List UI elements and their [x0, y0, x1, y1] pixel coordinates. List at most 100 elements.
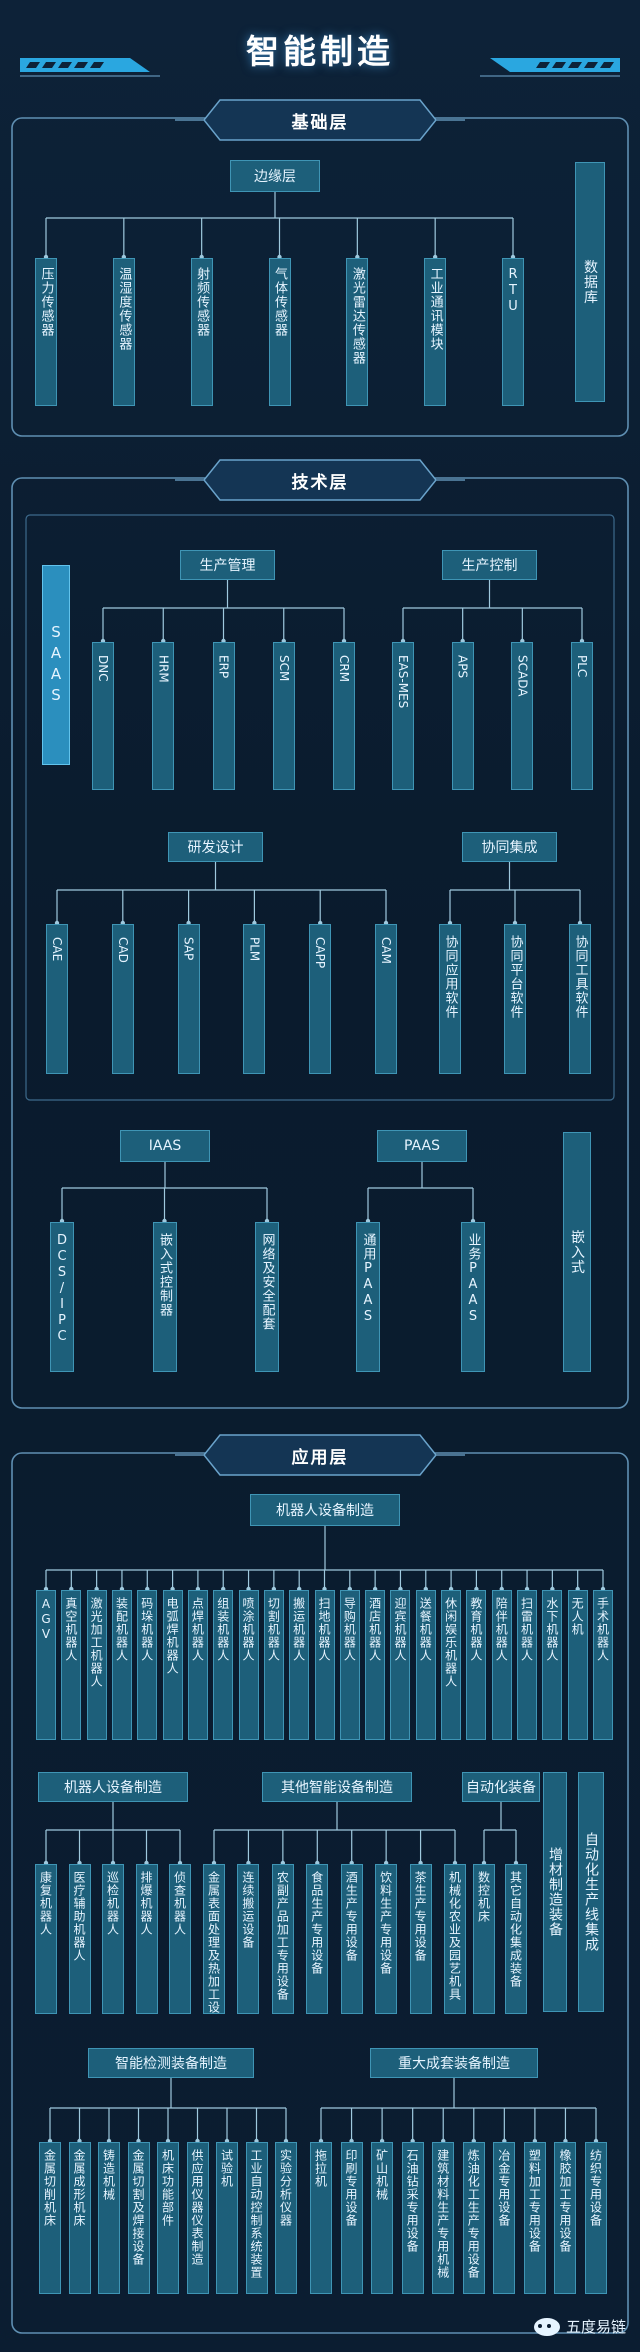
other-smart-equipment-child-5-label: 饮料生产专用设备: [378, 1871, 393, 1975]
robot-mfg-child-19: 扫雷机器人: [517, 1590, 538, 1740]
major-complete-equipment-child-6: 冶金专用设备: [493, 2142, 516, 2294]
production-mgmt-child-3-label: SCM: [276, 655, 291, 682]
inspection-equipment-child-3: 金属切割及焊接设备: [127, 2142, 150, 2294]
major-complete-equipment-child-1-label: 印刷专用设备: [344, 2149, 359, 2227]
robot-mfg-child-8: 喷涂机器人: [238, 1590, 259, 1740]
robot-mfg-2-child-4: 侦查机器人: [169, 1864, 191, 2014]
footer-brand: 五度易链: [533, 2316, 626, 2337]
robot-mfg-child-21: 无人机: [567, 1590, 588, 1740]
robot-mfg-child-16: 休闲娱乐机器人: [441, 1590, 462, 1740]
robot-mfg-child-13: 酒店机器人: [365, 1590, 386, 1740]
robot-mfg-child-7: 组装机器人: [213, 1590, 234, 1740]
rnd-design-child-2-label: SAP: [181, 937, 196, 961]
edge-layer-child-1-label: 温湿度传感器: [116, 267, 132, 351]
edge-layer-parent: 边缘层: [230, 160, 320, 192]
rnd-design-child-1: CAD: [111, 924, 134, 1074]
rnd-design-child-3: PLM: [243, 924, 266, 1074]
paas-parent: PAAS: [377, 1130, 467, 1162]
automation-equipment-child-1-label: 其它自动化集成装备: [508, 1871, 523, 1988]
inspection-equipment-child-6: 试验机: [216, 2142, 238, 2294]
production-ctrl-child-1: APS: [451, 642, 474, 790]
robot-mfg-child-13-label: 酒店机器人: [367, 1597, 382, 1662]
edge-layer-child-0: 压力传感器: [35, 258, 57, 406]
major-complete-equipment-child-2: 矿山机械: [371, 2142, 394, 2294]
inspection-equipment-child-8: 实验分析仪器: [275, 2142, 297, 2294]
rnd-design-child-4: CAPP: [309, 924, 332, 1074]
edge-layer-child-6: RTU: [502, 258, 524, 406]
production-mgmt-child-1-label: HRM: [156, 655, 171, 683]
robot-mfg-2-child-0: 康复机器人: [35, 1864, 57, 2014]
robot-mfg-child-2: 激光加工机器人: [86, 1590, 107, 1740]
robot-mfg-child-22: 手术机器人: [593, 1590, 613, 1740]
edge-layer-child-1: 温湿度传感器: [112, 258, 135, 406]
collab-integration-child-2: 协同工具软件: [569, 924, 591, 1074]
other-smart-equipment-child-4: 酒生产专用设备: [340, 1864, 363, 2014]
saas-box: SAAS: [42, 565, 70, 765]
embedded-box-label: 嵌入式: [569, 1229, 585, 1275]
robot-mfg-child-17: 教育机器人: [466, 1590, 487, 1740]
robot-mfg-2-child-2-label: 巡检机器人: [105, 1871, 120, 1936]
layer-header-technology: 技术层: [291, 472, 349, 493]
paas-child-0-label: 通用PAAS: [360, 1233, 376, 1325]
major-complete-equipment-child-8-label: 橡胶加工专用设备: [557, 2149, 572, 2253]
layer-header-application: 应用层: [291, 1447, 349, 1468]
major-complete-equipment-child-3: 石油钻采专用设备: [401, 2142, 424, 2294]
robot-mfg-child-10-label: 搬运机器人: [291, 1597, 306, 1662]
iaas-child-2: 网络及安全配套: [255, 1222, 279, 1372]
other-smart-equipment-child-1-label: 连续搬运设备: [240, 1871, 255, 1949]
inspection-equipment-child-2-label: 铸造机械: [101, 2149, 116, 2201]
automation-equipment-child-1: 其它自动化集成装备: [505, 1864, 527, 2014]
robot-mfg-child-11: 扫地机器人: [314, 1590, 335, 1740]
other-smart-equipment-child-3: 食品生产专用设备: [306, 1864, 329, 2014]
other-smart-equipment-child-2: 农副产品加工专用设备: [271, 1864, 294, 2014]
page-title: 智能制造: [246, 32, 394, 71]
robot-mfg-2-child-3: 排爆机器人: [135, 1864, 158, 2014]
edge-layer-child-6-label: RTU: [505, 267, 521, 315]
rnd-design-child-1-label: CAD: [115, 937, 130, 963]
inspection-equipment-child-3-label: 金属切割及焊接设备: [131, 2149, 145, 2266]
robot-mfg-child-18: 陪伴机器人: [491, 1590, 512, 1740]
production-ctrl-parent: 生产控制: [442, 550, 537, 580]
collab-integration-child-1: 协同平台软件: [504, 924, 526, 1074]
production-ctrl-child-0-label: EAS-MES: [396, 655, 410, 709]
collab-integration-child-2-label: 协同工具软件: [572, 935, 588, 1019]
major-complete-equipment-child-8: 橡胶加工专用设备: [554, 2142, 577, 2294]
production-mgmt-child-0: DNC: [92, 642, 114, 790]
collab-integration-child-0: 协同应用软件: [439, 924, 461, 1074]
major-complete-equipment-child-7-label: 塑料加工专用设备: [527, 2149, 542, 2253]
robot-mfg-child-6: 点焊机器人: [187, 1590, 208, 1740]
production-ctrl-child-0: EAS-MES: [392, 642, 414, 790]
autoline-integration-box-label: 自动化生产线集成: [583, 1832, 599, 1952]
brand-name: 五度易链: [565, 2318, 626, 2336]
edge-layer-child-3-label: 气体传感器: [272, 267, 287, 337]
production-ctrl-child-2-label: SCADA: [515, 655, 530, 697]
edge-layer-child-0-label: 压力传感器: [38, 267, 54, 337]
edge-layer-child-4: 激光雷达传感器: [346, 258, 369, 406]
major-complete-equipment-child-9-label: 纺织专用设备: [588, 2149, 603, 2227]
robot-mfg-child-11-label: 扫地机器人: [317, 1597, 331, 1662]
major-complete-equipment-child-7: 塑料加工专用设备: [523, 2142, 546, 2294]
robot-mfg-2-child-1: 医疗辅助机器人: [68, 1864, 91, 2014]
robot-mfg-2-child-2: 巡检机器人: [102, 1864, 124, 2014]
rnd-design-child-5-label: CAM: [379, 937, 393, 964]
robot-mfg-child-6-label: 点焊机器人: [190, 1597, 205, 1662]
inspection-equipment-child-5: 供应用仪器仪表制造: [186, 2142, 209, 2294]
other-smart-equipment-child-3-label: 食品生产专用设备: [309, 1871, 324, 1975]
other-smart-equipment-child-2-label: 农副产品加工专用设备: [275, 1871, 290, 2001]
robot-mfg-child-12: 导购机器人: [339, 1590, 360, 1740]
other-smart-equipment-child-4-label: 酒生产专用设备: [344, 1871, 359, 1962]
production-mgmt-child-4-label: CRM: [337, 655, 351, 683]
inspection-equipment-child-6-label: 试验机: [219, 2149, 234, 2188]
robot-mfg-child-15: 送餐机器人: [415, 1590, 436, 1740]
database-box: 数据库: [575, 162, 605, 402]
robot-mfg-child-3-label: 装配机器人: [114, 1597, 129, 1662]
iaas-child-1-label: 嵌入式控制器: [157, 1233, 172, 1317]
major-complete-equipment-child-2-label: 矿山机械: [374, 2149, 389, 2201]
production-mgmt-parent: 生产管理: [180, 550, 275, 580]
collab-integration-parent: 协同集成: [462, 832, 557, 862]
robot-mfg-child-20-label: 水下机器人: [544, 1597, 559, 1662]
iaas-child-1: 嵌入式控制器: [152, 1222, 177, 1372]
production-ctrl-child-3: PLC: [571, 642, 593, 790]
major-complete-equipment-child-4-label: 建筑材料生产专用机械: [435, 2149, 450, 2279]
